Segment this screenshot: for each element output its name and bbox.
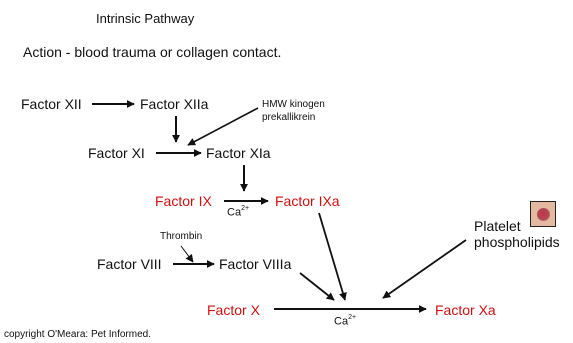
factor-viiia-label: Factor VIIIa (219, 256, 292, 272)
factor-ix-label: Factor IX (155, 193, 212, 209)
factor-viii-label: Factor VIII (97, 256, 162, 272)
prekallikrein-label: prekallikrein (262, 112, 316, 123)
platelet-icon (530, 201, 556, 227)
factor-xiia-label: Factor XIIa (140, 96, 209, 112)
hmw-kinogen-label: HMW kinogen (262, 99, 325, 110)
calcium-label-ix: Ca2+ (227, 205, 250, 219)
platelet-label: Platelet (474, 218, 521, 234)
factor-xi-label: Factor XI (88, 145, 145, 161)
thrombin-label: Thrombin (160, 231, 203, 242)
factor-xii-label: Factor XII (21, 96, 82, 112)
copyright-text: copyright O'Meara: Pet Informed. (4, 329, 151, 340)
factor-xia-label: Factor XIa (206, 145, 271, 161)
factor-x-label: Factor X (207, 302, 260, 318)
arrow-ixa-to-x (318, 212, 347, 301)
factor-xa-label: Factor Xa (435, 302, 496, 318)
arrow-thrombin (180, 245, 194, 263)
phospholipids-label: phospholipids (474, 234, 560, 250)
action-text: Action - blood trauma or collagen contac… (23, 44, 282, 60)
arrow-viiia-to-x (299, 272, 335, 301)
calcium-label-x: Ca2+ (334, 314, 357, 328)
arrow-hmw-kinogen (187, 107, 259, 146)
factor-ixa-label: Factor IXa (275, 193, 340, 209)
page-title: Intrinsic Pathway (96, 11, 195, 26)
arrow-platelet-to-x (382, 239, 467, 299)
